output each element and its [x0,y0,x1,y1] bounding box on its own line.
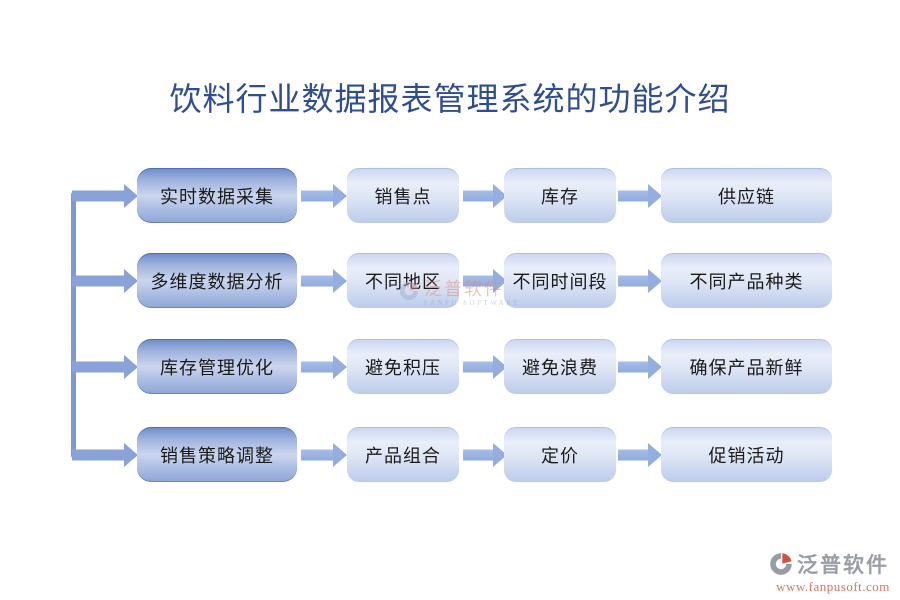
branch-arrow-icon [72,339,138,394]
right-arrow-icon [301,427,347,482]
right-arrow-icon [301,168,347,223]
branch-arrow-icon [72,168,138,223]
flow-box-category: 实时数据采集 [137,168,297,223]
flow-box-step: 销售点 [347,168,459,223]
flow-box-step: 不同产品种类 [661,253,832,308]
right-arrow-icon [463,168,507,223]
page-title: 饮料行业数据报表管理系统的功能介绍 [169,81,731,117]
footer-brand-block: 泛普软件 www.fanpusoft.com [768,549,898,595]
right-arrow-icon [618,427,662,482]
right-arrow-icon [618,339,662,394]
right-arrow-icon [463,427,507,482]
flow-box-step: 供应链 [661,168,832,223]
right-arrow-icon [463,253,507,308]
footer-url: www.fanpusoft.com [776,579,890,594]
footer-brand-text: 泛普软件 [797,553,889,577]
flow-row-4: 销售策略调整 产品组合 定价 促销活动 [0,427,900,482]
fanpu-logo-icon [770,553,792,575]
flow-box-category: 销售策略调整 [137,427,297,482]
flow-box-step: 定价 [504,427,616,482]
right-arrow-icon [301,253,347,308]
flow-box-category: 多维度数据分析 [137,253,297,308]
flow-row-1: 实时数据采集 销售点 库存 供应链 [0,168,900,223]
flow-box-step: 不同时间段 [504,253,616,308]
flow-box-step: 产品组合 [347,427,459,482]
right-arrow-icon [618,253,662,308]
flow-box-category: 库存管理优化 [137,339,297,394]
flow-box-step: 避免浪费 [504,339,616,394]
right-arrow-icon [301,339,347,394]
flow-box-step: 确保产品新鲜 [661,339,832,394]
branch-arrow-icon [72,427,138,482]
branch-arrow-icon [72,253,138,308]
right-arrow-icon [618,168,662,223]
flow-row-2: 多维度数据分析 不同地区 不同时间段 不同产品种类 [0,253,900,308]
connector-vertical-line [71,192,76,458]
flow-box-step: 促销活动 [661,427,832,482]
right-arrow-icon [463,339,507,394]
flow-box-step: 库存 [504,168,616,223]
flow-row-3: 库存管理优化 避免积压 避免浪费 确保产品新鲜 [0,339,900,394]
flow-box-step: 避免积压 [347,339,459,394]
flow-box-step: 不同地区 [347,253,459,308]
